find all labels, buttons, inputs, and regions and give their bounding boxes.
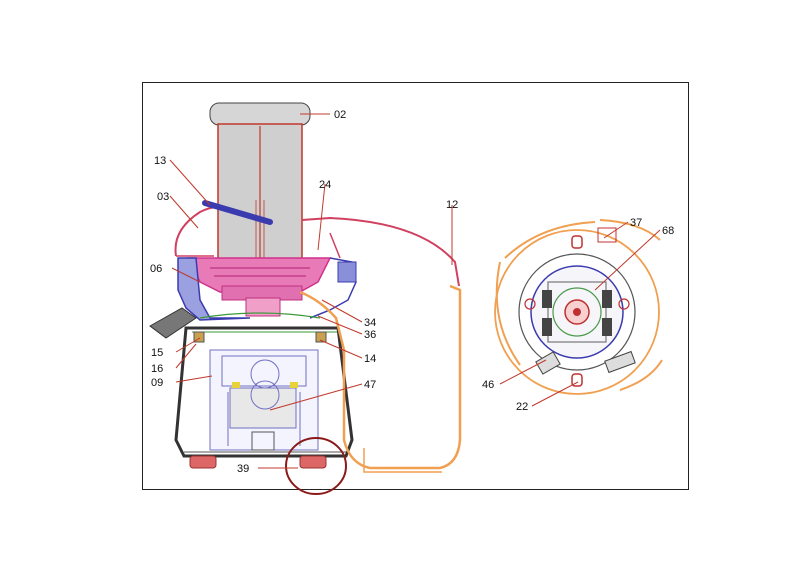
label-34: 34 (364, 317, 376, 329)
label-02: 02 (334, 109, 346, 121)
label-47: 47 (364, 379, 376, 391)
foot-right (299, 455, 327, 469)
pusher-cap (209, 102, 311, 126)
label-15: 15 (151, 347, 163, 359)
label-39: 39 (237, 463, 249, 475)
leader-lines (169, 113, 661, 469)
juice-spout (149, 307, 197, 339)
label-09: 09 (151, 377, 163, 389)
highlight-circle (285, 437, 347, 495)
drawing-frame (142, 82, 689, 490)
label-37: 37 (630, 217, 642, 229)
label-13: 13 (154, 155, 166, 167)
label-24: 24 (319, 179, 331, 191)
label-06: 06 (150, 263, 162, 275)
foot-left (189, 455, 217, 469)
label-22: 22 (516, 401, 528, 413)
label-16: 16 (151, 363, 163, 375)
label-36: 36 (364, 329, 376, 341)
label-68: 68 (662, 225, 674, 237)
pulp-container (299, 284, 462, 470)
label-46: 46 (482, 379, 494, 391)
locking-arm (202, 200, 273, 225)
label-12: 12 (446, 199, 458, 211)
label-14: 14 (364, 353, 376, 365)
pulp-bowl (177, 257, 251, 321)
label-03: 03 (157, 191, 169, 203)
motor-top-view (494, 219, 663, 395)
